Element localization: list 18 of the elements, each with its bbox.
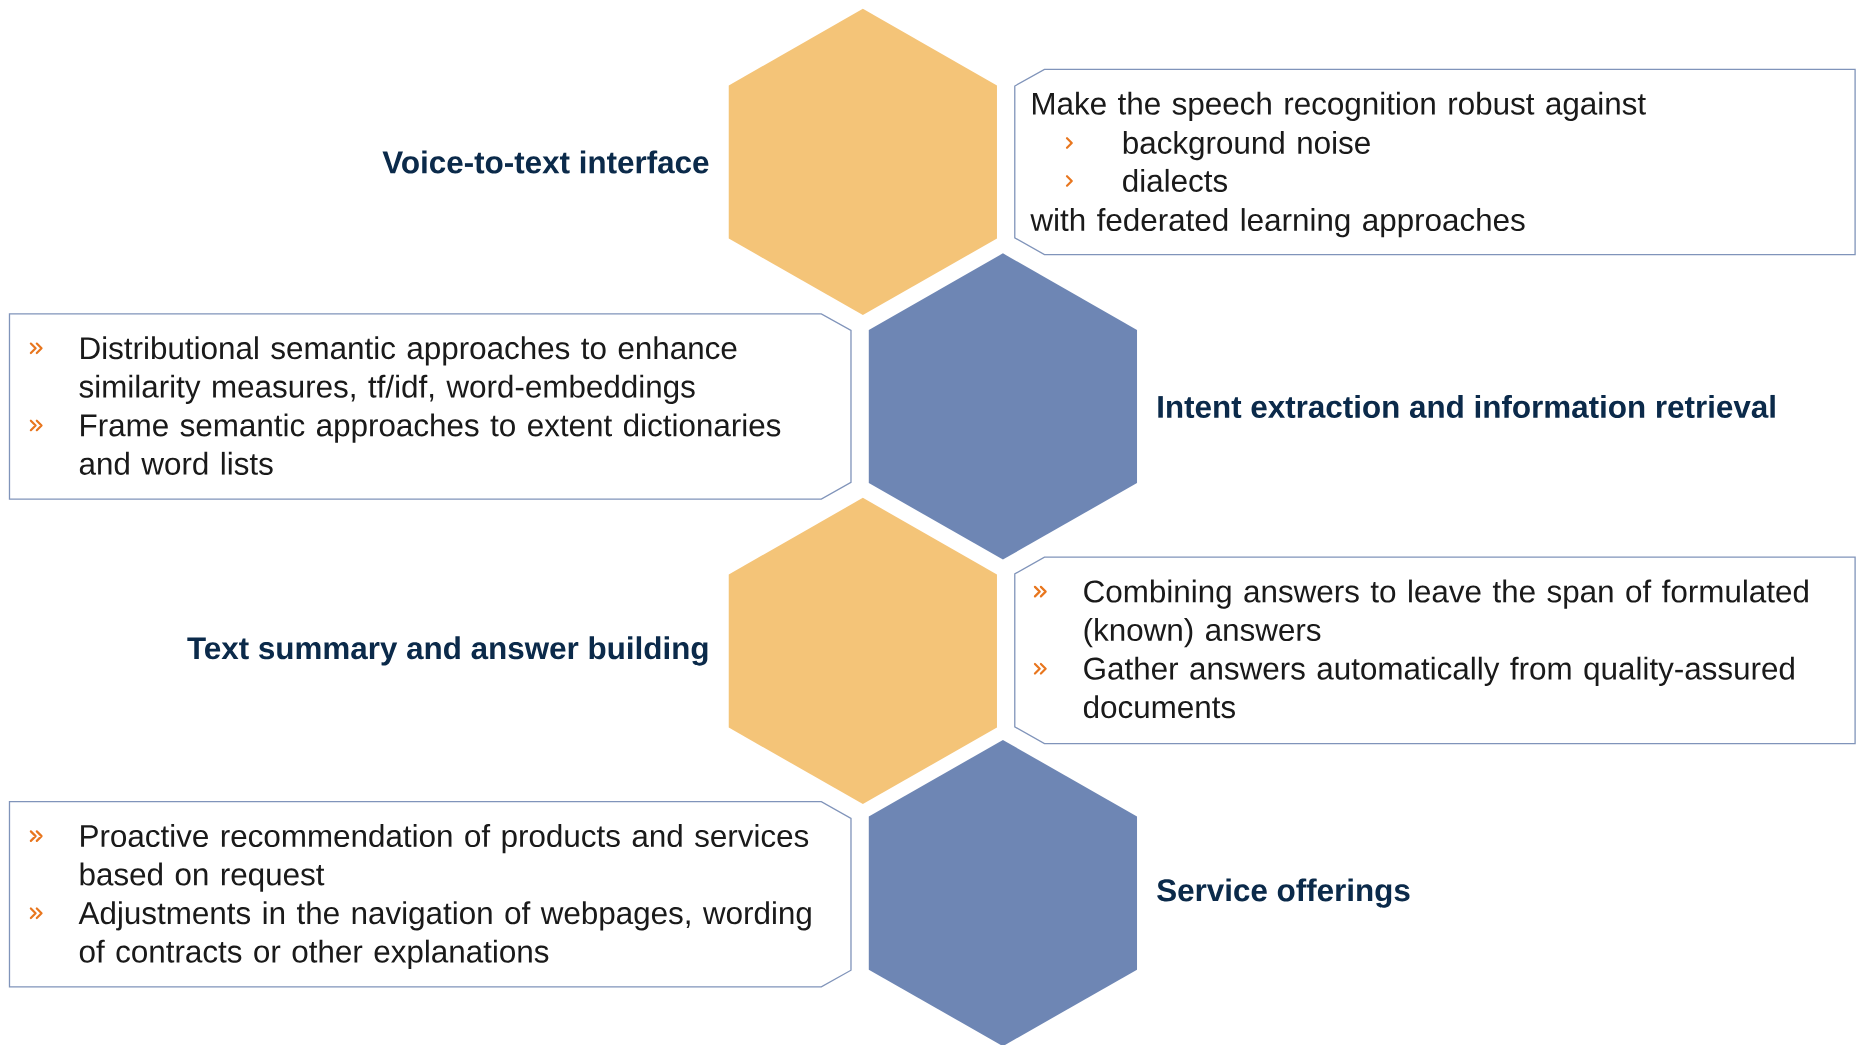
bullet-text: Distributional semantic approaches to enhance similarity measures, tf/idf, word-embeddings	[79, 336, 737, 404]
hexagon-title: Voice-to-text interface	[382, 150, 709, 174]
hexagon-title: Service offerings	[1157, 878, 1410, 908]
callout-box	[1014, 68, 1856, 256]
bullet-text: Gather answers automatically from quality-assured documents	[1083, 656, 1794, 719]
bullet-text: Combining answers to leave the span of formulated (known) answers	[1084, 579, 1808, 648]
bullet-text: Proactive recommendation of products and services based on request	[80, 824, 809, 892]
bullet-text: Frame semantic approaches to extent dictionaries and word lists	[79, 413, 781, 475]
hexagon-title: Intent extraction and information retrieval	[1158, 394, 1775, 418]
callout-box	[8, 801, 852, 988]
callout-box	[8, 313, 852, 500]
bullet-text: with federated learning approaches	[1030, 208, 1525, 238]
hexagon-title: Text summary and answer building	[187, 636, 708, 666]
callout-box	[1014, 556, 1856, 745]
bullet-text: dialects	[1123, 168, 1228, 192]
bullet-text: Make the speech recognition robust against	[1033, 91, 1646, 121]
bullet-text: Adjustments in the navigation of webpages, wording of contracts or other explanations	[78, 901, 811, 969]
bullet-text: background noise	[1123, 130, 1370, 161]
